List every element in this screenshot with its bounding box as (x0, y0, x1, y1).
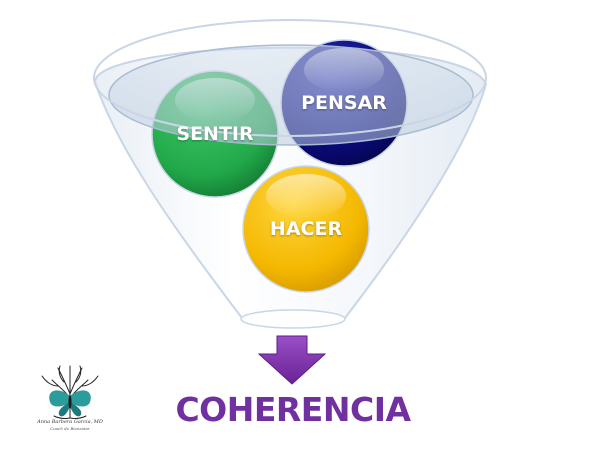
funnel-bottom-rim (240, 309, 346, 329)
circle-label-pensar: PENSAR (301, 92, 387, 114)
brand-logo: Anna Barbera Garcia, MD Coach de Bienest… (28, 362, 112, 434)
butterfly-tree-icon (41, 365, 99, 419)
circle-label-sentir: SENTIR (176, 123, 254, 145)
circle-label-hacer: HACER (269, 218, 343, 240)
logo-subtitle: Coach de Bienestar (50, 426, 90, 431)
result-title: COHERENCIA (175, 390, 411, 429)
funnel-top-opening (108, 44, 474, 146)
logo-name: Anna Barbera Garcia, MD (37, 419, 103, 425)
circle-hacer-gloss (266, 174, 346, 218)
down-arrow (257, 335, 327, 385)
funnel-outer-rim (93, 19, 487, 137)
